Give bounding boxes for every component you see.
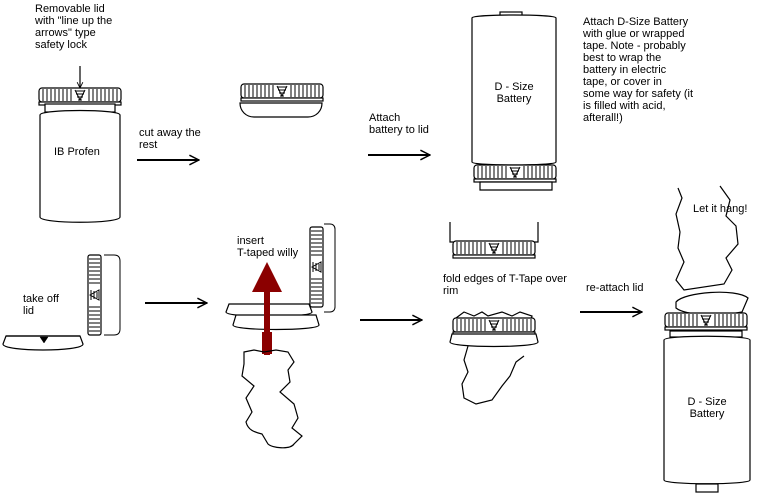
fold-edges	[449, 222, 539, 405]
label-insert-willy: insert T-taped willy	[237, 235, 299, 259]
insert-willy	[225, 223, 336, 449]
label-removable-lid: Removable lid with "line up the arrows" …	[35, 3, 113, 51]
battery-top	[471, 11, 557, 191]
cut-lid	[239, 83, 324, 118]
label-attach-battery: Attach battery to lid	[369, 112, 429, 136]
label-ib-profen: IB Profen	[54, 146, 100, 158]
label-reattach-lid: re-attach lid	[586, 282, 644, 294]
label-take-off-lid: take off lid	[23, 293, 59, 317]
pill-bottle	[38, 87, 122, 223]
label-battery-bottom: D - Size Battery	[687, 396, 727, 420]
label-attach-note: Attach D-Size Battery with glue or wrapp…	[583, 16, 694, 124]
label-fold-edges: fold edges of T-Tape over rim	[443, 273, 567, 297]
lid-removed	[2, 254, 121, 351]
label-let-it-hang: Let it hang!	[693, 203, 748, 215]
final-assembly	[663, 185, 751, 493]
label-battery-top: D - Size Battery	[494, 81, 534, 105]
label-cut-away: cut away the rest	[139, 127, 201, 151]
